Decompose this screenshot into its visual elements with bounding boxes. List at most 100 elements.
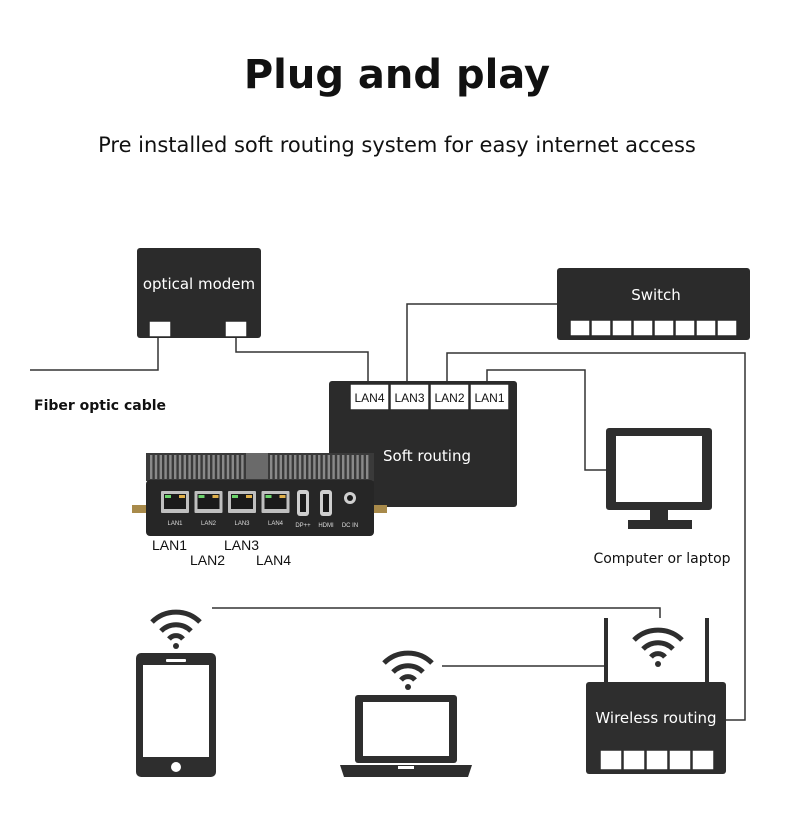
displayport-port-socket: [300, 494, 306, 512]
device-small-label: LAN1: [167, 521, 183, 527]
heatsink-fin: [226, 455, 230, 479]
soft-routing-port-label: LAN2: [434, 391, 464, 405]
wifi-icon: [382, 650, 434, 690]
heatsink-fin: [346, 455, 350, 479]
heatsink-fin: [361, 455, 364, 479]
heatsink-fin: [294, 455, 297, 479]
rj45-port-led: [232, 495, 238, 498]
heatsink-fin: [217, 455, 220, 479]
heatsink-fin: [308, 455, 311, 479]
hdmi-port-socket: [323, 494, 329, 512]
device-port-label-lan4: LAN4: [256, 552, 291, 568]
connection-lines: [30, 303, 746, 721]
device-small-label: DP++: [295, 523, 311, 529]
heatsink-fin: [298, 455, 302, 479]
device-small-label: HDMI: [318, 523, 334, 529]
wifi-icon: [150, 609, 202, 649]
heatsink-fin: [207, 455, 210, 479]
monitor-icon: [606, 428, 712, 529]
computer-label: Computer or laptop: [593, 551, 730, 567]
laptop-icon: [340, 695, 472, 777]
page-title: Plug and play: [244, 52, 550, 98]
heatsink-fin: [212, 455, 215, 479]
soft-routing-port: [469, 383, 510, 411]
heatsink-fin: [366, 455, 369, 479]
switch-port: [611, 319, 633, 337]
heatsink-fin: [159, 455, 162, 479]
lan1-to-computer-line: [486, 369, 606, 471]
router-icon: [586, 618, 726, 774]
heatsink-fin: [169, 455, 172, 479]
router-port: [622, 749, 646, 771]
heatsink-fin: [289, 455, 292, 479]
wifi-icon: [632, 627, 684, 667]
modem-port: [148, 320, 172, 338]
heatsink-fin: [198, 455, 201, 479]
device-port-label-lan3: LAN3: [224, 537, 259, 553]
device-small-label: LAN2: [201, 521, 217, 527]
heatsink-fin: [337, 455, 340, 479]
page-subtitle: Pre installed soft routing system for ea…: [98, 133, 696, 157]
soft-routing-port: [389, 383, 430, 411]
heatsink-fin: [318, 455, 321, 479]
modem-to-lan4-line: [235, 336, 369, 384]
switch-port: [590, 319, 612, 337]
heatsink-fin: [327, 455, 330, 479]
heatsink-fin: [154, 455, 158, 479]
router-ports: [599, 749, 715, 771]
rj45-port-led: [265, 495, 272, 498]
optical-modem-label: optical modem: [143, 275, 255, 293]
switch: Switch: [557, 268, 750, 340]
heatsink-fin: [231, 455, 234, 479]
switch-port: [695, 319, 717, 337]
heatsink-fin: [279, 455, 282, 479]
soft-routing-port-label: LAN3: [394, 391, 424, 405]
heatsink-fins: [150, 455, 369, 479]
heatsink-fin: [178, 455, 182, 479]
heatsink-fin: [183, 455, 186, 479]
heatsink-fin: [193, 455, 196, 479]
router-port: [668, 749, 692, 771]
phone-wifi-line: [212, 607, 661, 618]
rj45-port-led: [212, 495, 219, 498]
heatsink-fin: [150, 455, 153, 479]
rj45-port-led: [179, 495, 185, 498]
heatsink-fin: [332, 455, 335, 479]
soft-routing-port-label: LAN4: [354, 391, 384, 405]
rj45-port-led: [198, 495, 205, 498]
switch-port: [569, 319, 591, 337]
soft-routing-port: [429, 383, 470, 411]
device-port-label-lan1: LAN1: [152, 537, 187, 553]
heatsink-fin: [270, 455, 273, 479]
heatsink-fin: [356, 455, 359, 479]
switch-port: [632, 319, 654, 337]
heatsink-fin: [202, 455, 206, 479]
fiber-label: Fiber optic cable: [34, 398, 166, 414]
switch-port: [716, 319, 738, 337]
rj45-port-led: [246, 495, 252, 498]
heatsink-fin: [313, 455, 316, 479]
rj45-port-led: [165, 495, 171, 498]
switch-port: [653, 319, 675, 337]
router-port: [599, 749, 623, 771]
device-small-label: LAN3: [234, 521, 250, 527]
heatsink-fin: [188, 455, 191, 479]
soft-routing-port-label: LAN1: [474, 391, 504, 405]
heatsink-fin: [322, 455, 326, 479]
switch-label: Switch: [631, 286, 681, 304]
lan2-to-wireless-line: [446, 352, 746, 721]
heatsink-fin: [164, 455, 167, 479]
router-port: [691, 749, 715, 771]
modem-port: [224, 320, 248, 338]
device-small-label: LAN4: [268, 521, 284, 527]
heatsink-fin: [174, 455, 177, 479]
optical-modem: optical modem: [137, 248, 261, 338]
heatsink-fin: [351, 455, 354, 479]
router-port: [645, 749, 669, 771]
dc-in-port-socket: [347, 495, 353, 501]
soft-routing-ports: LAN4 LAN3 LAN2 LAN1: [349, 383, 510, 411]
heatsink-fin: [303, 455, 306, 479]
